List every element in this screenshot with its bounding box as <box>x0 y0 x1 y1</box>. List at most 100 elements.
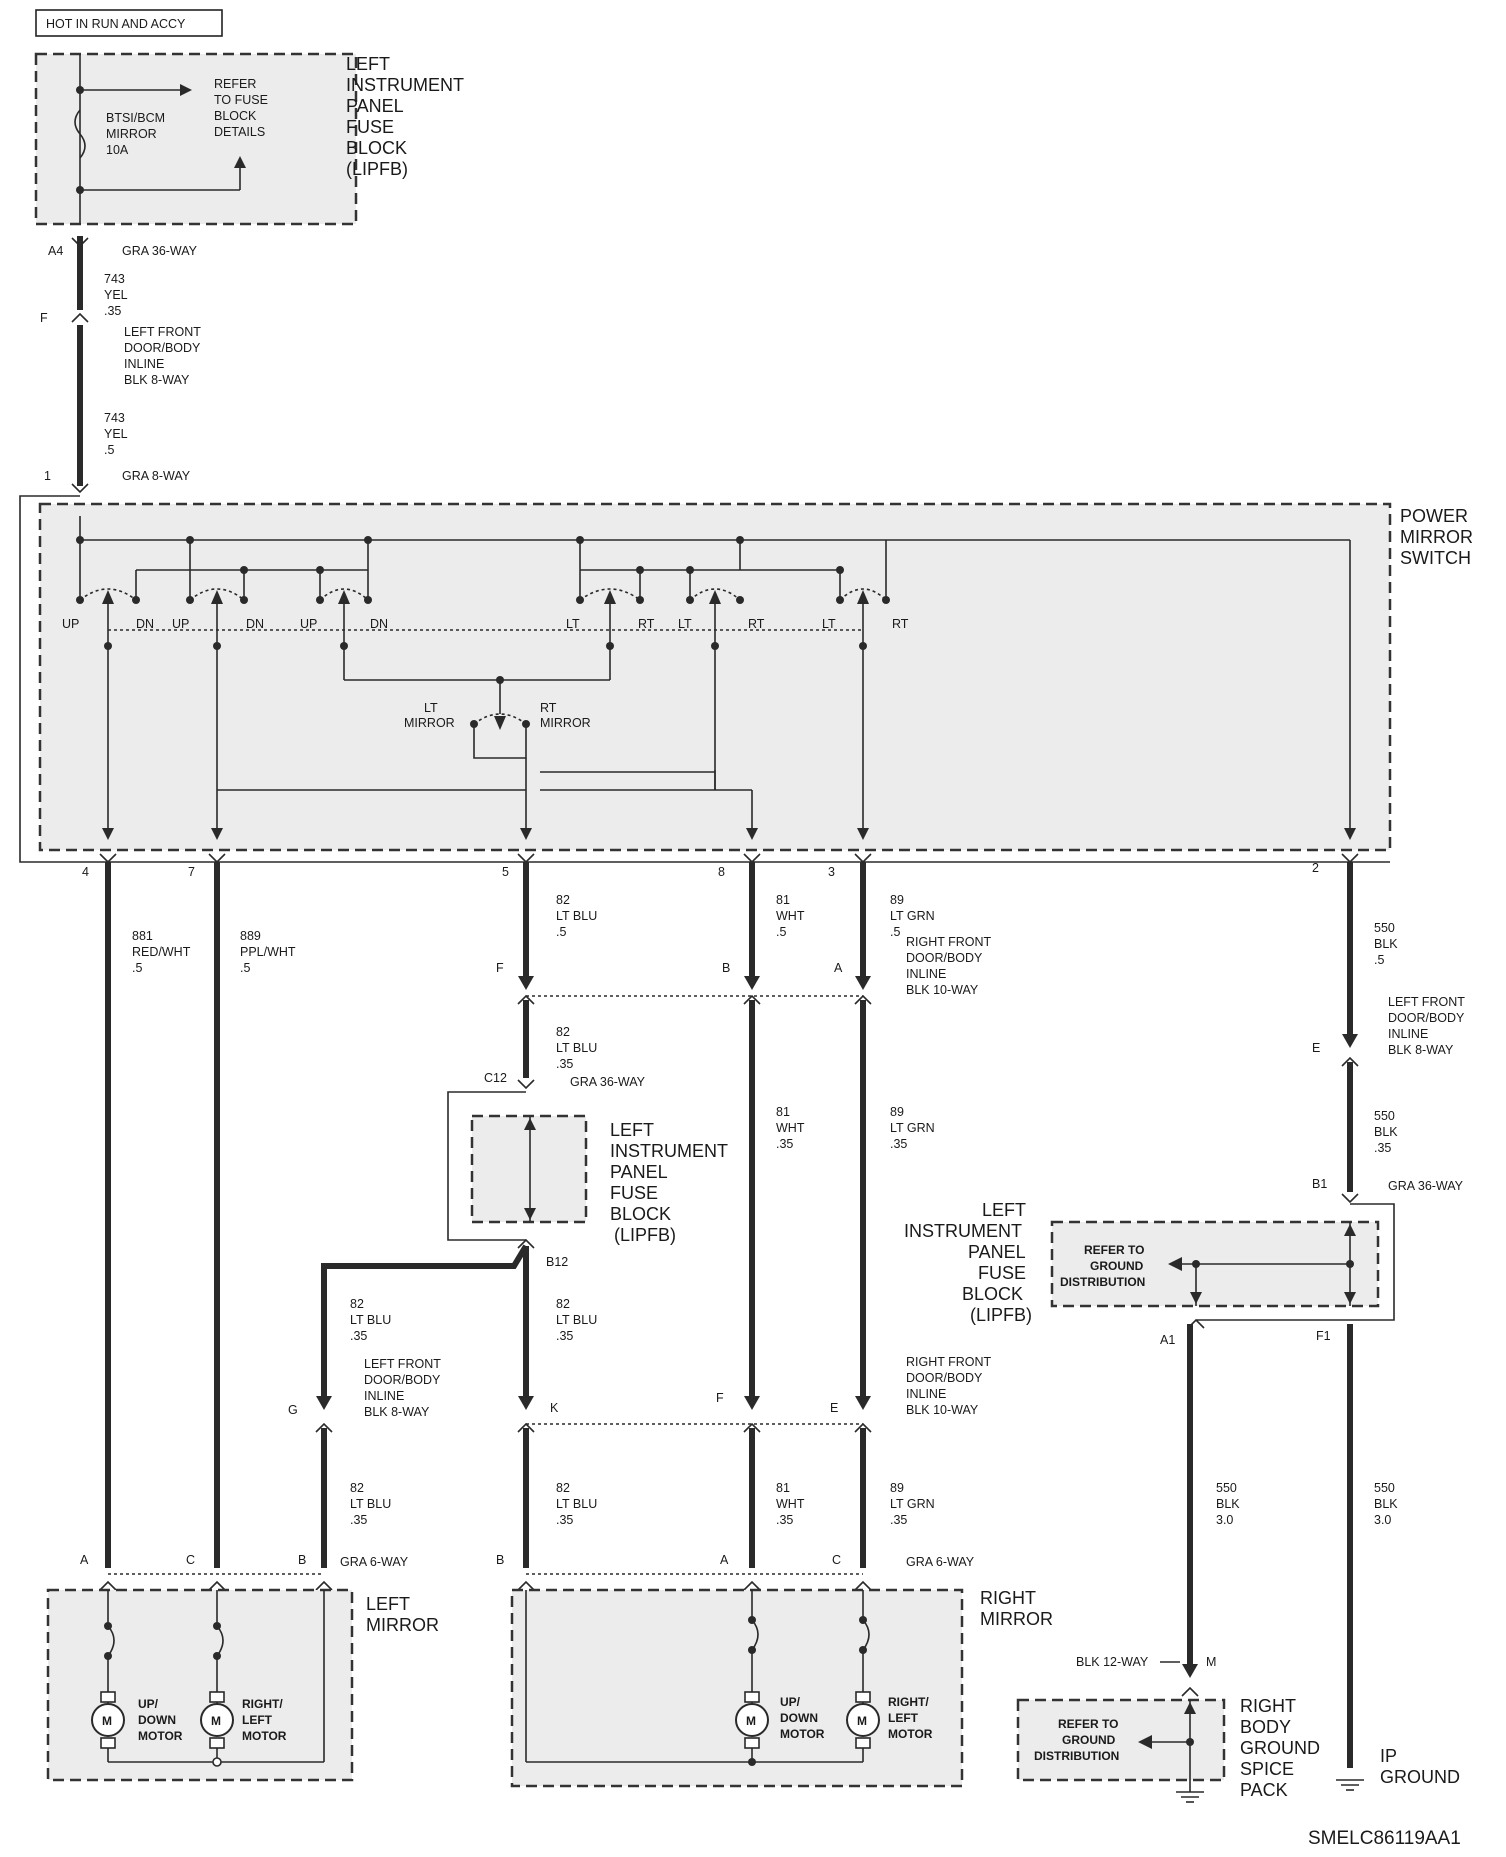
svg-text:DOOR/BODY: DOOR/BODY <box>906 1371 983 1385</box>
pin-f-top: F <box>40 311 48 325</box>
wire-82c-label: 82 LT BLU .35 <box>350 1297 391 1343</box>
svg-text:BLOCK: BLOCK <box>214 109 257 123</box>
svg-text:LEFT: LEFT <box>610 1120 654 1140</box>
svg-text:.5: .5 <box>1374 953 1384 967</box>
lm-motor2-m: M <box>211 1714 221 1728</box>
svg-text:MIRROR: MIRROR <box>404 716 455 730</box>
svg-text:81: 81 <box>776 1105 790 1119</box>
svg-text:881: 881 <box>132 929 153 943</box>
svg-text:DISTRIBUTION: DISTRIBUTION <box>1034 1749 1119 1763</box>
pin-m: M <box>1206 1655 1216 1669</box>
rm-motor2-label: RIGHT/ LEFT MOTOR <box>888 1695 933 1741</box>
svg-text:.35: .35 <box>556 1057 573 1071</box>
svg-text:BLOCK: BLOCK <box>962 1284 1023 1304</box>
svg-text:RIGHT FRONT: RIGHT FRONT <box>906 1355 992 1369</box>
svg-text:.5: .5 <box>132 961 142 975</box>
svg-text:INSTRUMENT: INSTRUMENT <box>904 1221 1022 1241</box>
svg-text:REFER: REFER <box>214 77 256 91</box>
svg-text:LT: LT <box>424 701 438 715</box>
switch-contact-labels: UP DN UP DN UP DN LT RT LT RT LT RT LT M… <box>62 617 909 730</box>
wire-743b-label: 743 YEL .5 <box>104 411 128 457</box>
svg-text:DOWN: DOWN <box>138 1713 176 1727</box>
svg-text:.35: .35 <box>350 1513 367 1527</box>
svg-text:SWITCH: SWITCH <box>1400 548 1471 568</box>
svg-text:BLOCK: BLOCK <box>346 138 407 158</box>
svg-text:LT BLU: LT BLU <box>556 1041 597 1055</box>
svg-text:MOTOR: MOTOR <box>780 1727 825 1741</box>
pin-a1: A1 <box>1160 1333 1175 1347</box>
svg-text:UP: UP <box>172 617 189 631</box>
pin-f1: F1 <box>1316 1329 1331 1343</box>
svg-text:743: 743 <box>104 272 125 286</box>
svg-text:TO FUSE: TO FUSE <box>214 93 268 107</box>
svg-text:MIRROR: MIRROR <box>540 716 591 730</box>
svg-text:LT BLU: LT BLU <box>556 1313 597 1327</box>
svg-text:LT GRN: LT GRN <box>890 1121 935 1135</box>
svg-text:10A: 10A <box>106 143 129 157</box>
wire-81a-label: 81 WHT .5 <box>776 893 805 939</box>
svg-text:LEFT: LEFT <box>888 1711 919 1725</box>
ip-ground-symbol <box>1336 1779 1364 1791</box>
svg-text:INLINE: INLINE <box>364 1389 404 1403</box>
svg-text:BLK 8-WAY: BLK 8-WAY <box>364 1405 430 1419</box>
rm-motor2-m: M <box>857 1714 867 1728</box>
svg-text:89: 89 <box>890 893 904 907</box>
svg-text:MIRROR: MIRROR <box>366 1615 439 1635</box>
svg-text:LT BLU: LT BLU <box>556 909 597 923</box>
svg-text:.35: .35 <box>890 1137 907 1151</box>
conn-c12-name: GRA 36-WAY <box>570 1075 646 1089</box>
svg-text:RT: RT <box>892 617 909 631</box>
conn-sw1-name: GRA 8-WAY <box>122 469 191 483</box>
svg-text:FUSE: FUSE <box>978 1263 1026 1283</box>
conn-a4-name: GRA 36-WAY <box>122 244 198 258</box>
lipfb-top-title: LEFT INSTRUMENT PANEL FUSE BLOCK (LIPFB) <box>346 54 464 179</box>
svg-text:B: B <box>722 961 730 975</box>
wire-82a-label: 82 LT BLU .5 <box>556 893 597 939</box>
svg-text:F: F <box>716 1391 724 1405</box>
svg-text:E: E <box>830 1401 838 1415</box>
lipfb-right <box>1050 1220 1380 1308</box>
power-mirror-switch-title: POWER MIRROR SWITCH <box>1400 506 1473 568</box>
svg-text:YEL: YEL <box>104 288 128 302</box>
conn-m-name: BLK 12-WAY <box>1076 1655 1149 1669</box>
svg-text:BLK: BLK <box>1374 1125 1398 1139</box>
svg-text:550: 550 <box>1374 921 1395 935</box>
svg-text:889: 889 <box>240 929 261 943</box>
svg-text:82: 82 <box>556 1481 570 1495</box>
svg-text:WHT: WHT <box>776 1121 805 1135</box>
svg-text:82: 82 <box>350 1297 364 1311</box>
svg-text:743: 743 <box>104 411 125 425</box>
svg-text:K: K <box>550 1401 559 1415</box>
right-body-ground-refer: REFER TO GROUND DISTRIBUTION <box>1034 1717 1119 1763</box>
svg-text:A: A <box>720 1553 729 1567</box>
svg-text:REFER TO: REFER TO <box>1058 1717 1118 1731</box>
lm-motor1-label: UP/ DOWN MOTOR <box>138 1697 183 1743</box>
svg-text:LT GRN: LT GRN <box>890 909 935 923</box>
wire-550c-label: 550 BLK 3.0 <box>1216 1481 1240 1527</box>
svg-text:3.0: 3.0 <box>1374 1513 1391 1527</box>
svg-text:BLK 10-WAY: BLK 10-WAY <box>906 1403 979 1417</box>
svg-text:8: 8 <box>718 865 725 879</box>
wire-550d-label: 550 BLK 3.0 <box>1374 1481 1398 1527</box>
svg-text:.5: .5 <box>104 443 114 457</box>
lipfb-right-refer: REFER TO GROUND DISTRIBUTION <box>1060 1243 1145 1289</box>
svg-text:RT: RT <box>638 617 655 631</box>
svg-text:UP/: UP/ <box>780 1695 801 1709</box>
svg-text:DN: DN <box>136 617 154 631</box>
rm-motor1-label: UP/ DOWN MOTOR <box>780 1695 825 1741</box>
wire-82b-label: 82 LT BLU .35 <box>556 1025 597 1071</box>
svg-text:RT: RT <box>748 617 765 631</box>
svg-text:LEFT: LEFT <box>242 1713 273 1727</box>
svg-text:.5: .5 <box>240 961 250 975</box>
svg-text:BLK: BLK <box>1374 1497 1398 1511</box>
svg-text:.35: .35 <box>776 1513 793 1527</box>
svg-text:3: 3 <box>828 865 835 879</box>
svg-text:IP: IP <box>1380 1746 1397 1766</box>
svg-text:DOOR/BODY: DOOR/BODY <box>906 951 983 965</box>
rfd-top-name: RIGHT FRONT DOOR/BODY INLINE BLK 10-WAY <box>906 935 992 997</box>
svg-text:82: 82 <box>556 1025 570 1039</box>
svg-text:82: 82 <box>350 1481 364 1495</box>
body-ground-symbol <box>1176 1791 1204 1803</box>
svg-text:MOTOR: MOTOR <box>242 1729 287 1743</box>
svg-text:.5: .5 <box>890 925 900 939</box>
